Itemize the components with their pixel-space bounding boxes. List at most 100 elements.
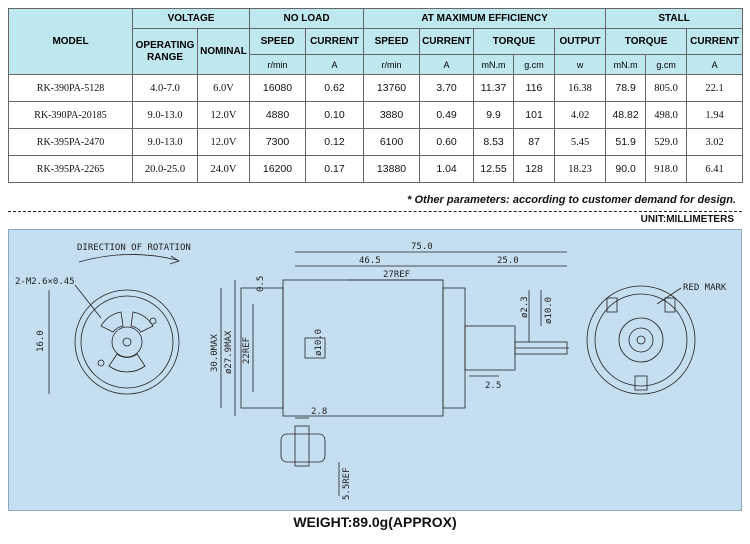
cell-st-torque-gcm: 805.0 — [645, 74, 688, 102]
left-end-hole-2 — [149, 317, 157, 325]
dim-25: 2.5 — [485, 381, 501, 391]
cell-model: RK-390PA-20185 — [8, 101, 133, 129]
cell-me-current: 0.49 — [419, 101, 475, 129]
dim-05: 0.5 — [256, 276, 266, 292]
dim-27ref: 27REF — [383, 270, 410, 280]
right-end-tab-1 — [606, 297, 618, 313]
cell-me-torque-mnm: 9.9 — [473, 101, 515, 129]
header-nominal: NOMINAL — [196, 28, 251, 75]
cell-model: RK-395PA-2470 — [8, 128, 133, 156]
cell-me-output: 16.38 — [554, 74, 607, 102]
cell-nominal: 24.0V — [196, 155, 251, 183]
spec-table: MODEL VOLTAGE NO LOAD AT MAXIMUM EFFICIE… — [8, 8, 744, 183]
dim-16: 16.0 — [36, 330, 46, 352]
dim-28: 2.8 — [311, 407, 327, 417]
cell-nl-current: 0.62 — [305, 74, 365, 102]
dim-22ref: 22REF — [242, 337, 252, 364]
hole-label: 2-M2.6×0.45 — [15, 277, 75, 287]
side-terminal — [304, 337, 326, 359]
unit-st-torque-gcm: g.cm — [645, 54, 688, 75]
cell-nominal: 6.0V — [196, 74, 251, 102]
note-text: * Other parameters: according to custome… — [407, 194, 736, 206]
side-motor-body — [282, 279, 444, 417]
cell-nominal: 12.0V — [196, 101, 251, 129]
cell-me-torque-mnm: 11.37 — [473, 74, 515, 102]
dim-100: ø10.0 — [314, 329, 324, 356]
unit-me-torque-mnm: mN.m — [473, 54, 515, 75]
left-end-outer — [74, 289, 180, 395]
header-st-torque: TORQUE — [605, 28, 688, 55]
cell-me-current: 0.60 — [419, 128, 475, 156]
right-end-outer — [586, 285, 696, 395]
header-no-load: NO LOAD — [249, 8, 365, 29]
left-end-window-1 — [100, 311, 124, 333]
cell-me-speed: 3880 — [363, 101, 421, 129]
side-shaft-boss — [464, 325, 516, 371]
cell-me-output: 5.45 — [554, 128, 607, 156]
cell-st-current: 3.02 — [686, 128, 744, 156]
rotation-arrowhead — [169, 255, 180, 265]
right-end-tab-2 — [664, 297, 676, 313]
dim-100b: ø10.0 — [544, 297, 554, 324]
unit-me-torque-gcm: g.cm — [513, 54, 556, 75]
header-me-current: CURRENT — [419, 28, 475, 55]
cell-st-torque-mnm: 48.82 — [605, 101, 647, 129]
cell-me-current: 1.04 — [419, 155, 475, 183]
cell-nl-speed: 16200 — [249, 155, 307, 183]
dashed-separator — [8, 211, 742, 212]
weight-label: WEIGHT:89.0g(APPROX) — [293, 514, 457, 530]
cell-nominal: 12.0V — [196, 128, 251, 156]
header-model: MODEL — [8, 8, 133, 75]
cell-range: 9.0-13.0 — [132, 101, 198, 129]
cell-range: 20.0-25.0 — [132, 155, 198, 183]
header-max-efficiency: AT MAXIMUM EFFICIENCY — [363, 8, 607, 29]
cell-me-current: 3.70 — [419, 74, 475, 102]
unit-me-current: A — [419, 54, 475, 75]
cell-me-torque-gcm: 87 — [513, 128, 556, 156]
dim-300max: 30.0MAX — [210, 333, 220, 372]
cell-model: RK-395PA-2265 — [8, 155, 133, 183]
cell-me-torque-gcm: 101 — [513, 101, 556, 129]
cell-me-speed: 13880 — [363, 155, 421, 183]
cell-nl-speed: 16080 — [249, 74, 307, 102]
unit-me-output: w — [554, 54, 607, 75]
cell-range: 9.0-13.0 — [132, 128, 198, 156]
cell-st-torque-gcm: 529.0 — [645, 128, 688, 156]
cell-me-speed: 6100 — [363, 128, 421, 156]
cell-st-torque-mnm: 90.0 — [605, 155, 647, 183]
cell-me-speed: 13760 — [363, 74, 421, 102]
header-stall: STALL — [605, 8, 744, 29]
header-nl-current: CURRENT — [305, 28, 365, 55]
cell-me-torque-gcm: 128 — [513, 155, 556, 183]
right-end-tab-3 — [634, 375, 648, 391]
cell-me-output: 18.23 — [554, 155, 607, 183]
header-voltage: VOLTAGE — [131, 8, 251, 29]
left-end-window-2 — [130, 311, 154, 333]
right-end-bearing — [618, 317, 664, 363]
dim-23: ø2.3 — [520, 296, 530, 318]
dim-250: 25.0 — [497, 256, 519, 266]
header-me-torque: TORQUE — [473, 28, 556, 55]
cell-st-torque-mnm: 78.9 — [605, 74, 647, 102]
cell-nl-current: 0.17 — [305, 155, 365, 183]
unit-nl-current: A — [305, 54, 365, 75]
drawing-svg: DIRECTION OF ROTATION 2-M2.6×0.45 16.0 7… — [15, 242, 727, 500]
unit-me-speed: r/min — [363, 54, 421, 75]
dim-55ref: 5.5REF — [342, 467, 352, 500]
cell-st-torque-gcm: 498.0 — [645, 101, 688, 129]
cell-range: 4.0-7.0 — [132, 74, 198, 102]
left-end-hole-1 — [97, 359, 105, 367]
header-operating-range: OPERATING RANGE — [132, 28, 198, 75]
terminal-detail-pin — [294, 425, 310, 467]
cell-st-torque-gcm: 918.0 — [645, 155, 688, 183]
right-end-boss — [628, 327, 654, 353]
side-front-cap — [442, 287, 466, 409]
header-st-current: CURRENT — [686, 28, 744, 55]
dim-75: 75.0 — [411, 242, 433, 252]
cell-nl-speed: 4880 — [249, 101, 307, 129]
cell-me-torque-mnm: 8.53 — [473, 128, 515, 156]
header-me-speed: SPEED — [363, 28, 421, 55]
unit-st-torque-mnm: mN.m — [605, 54, 647, 75]
